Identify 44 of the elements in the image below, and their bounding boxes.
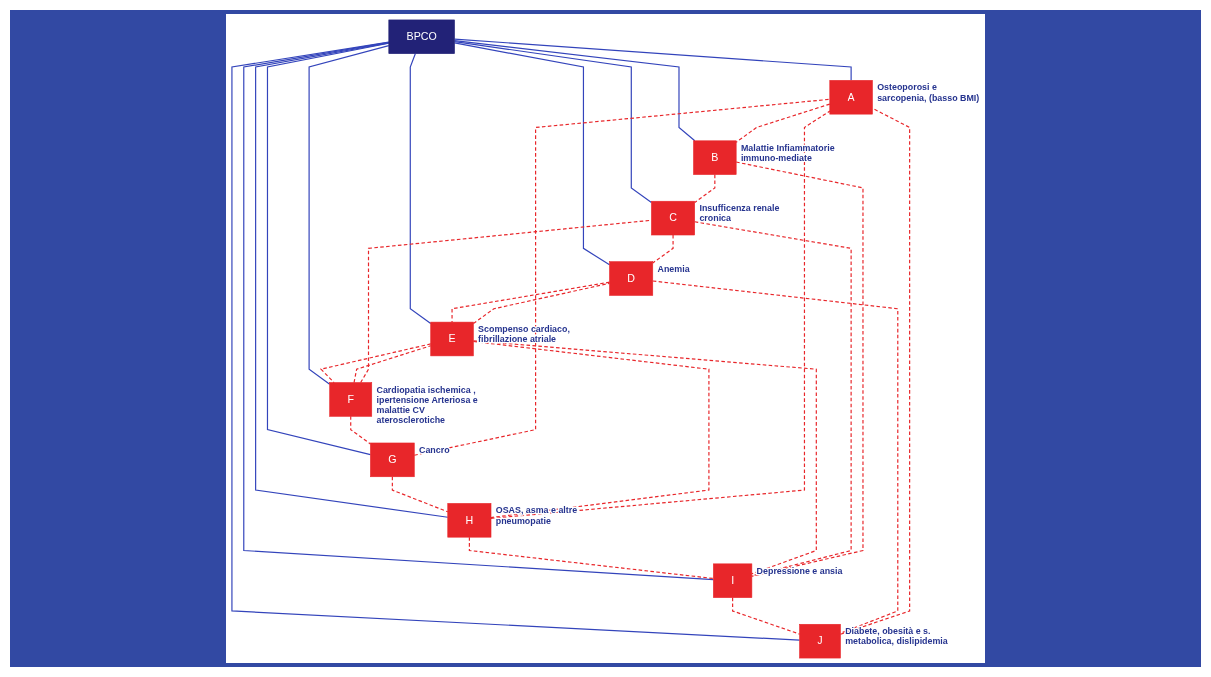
connector [490,109,831,519]
node-box: F [329,381,372,417]
connector [243,41,714,580]
condition-text: Malattie Infiammatorie immuno-mediate [740,142,835,163]
node-box: BPCO [388,19,455,54]
connector [413,98,831,456]
connector [652,279,899,634]
connector [735,160,864,577]
condition-text: OSAS, asma e altre pneumopatie [495,505,578,526]
connector [693,173,716,203]
connector [359,219,652,383]
condition-text: Diabete, obesità e s. metabolica, dislipidemia [845,625,948,646]
condition-text: Insufficenza renale cronica [699,202,780,223]
node-box: J [799,623,841,658]
condition-text: Scompenso cardiaco, fibrillazione atriale [478,323,570,344]
connector [319,342,432,383]
condition-text: Anemia [657,263,690,274]
connector [308,44,390,385]
connector [350,415,371,445]
connector [254,41,449,518]
connector [353,344,432,383]
node-box: I [712,563,753,598]
node-box: G [370,442,415,477]
condition-text: Osteoporosi e sarcopenia, (basso BMI) [877,81,980,102]
connector [266,42,390,455]
condition-text: Cardiopatia ischemica , ipertensione Arteriosa e malattie CV aterosclerotiche [376,384,478,425]
connector [453,38,852,81]
connector [693,220,852,576]
connector [652,233,674,264]
node-box: E [430,321,474,356]
node-box: D [609,260,653,296]
connector [472,339,817,574]
connector [409,52,432,324]
node-box: A [829,79,873,114]
connector [453,39,696,141]
node-box: B [693,140,737,175]
node-box: C [651,200,695,235]
connector [839,107,911,635]
connector [735,102,831,143]
node-box: H [447,502,492,537]
connector [231,40,801,641]
connector [453,41,610,265]
connector [451,281,610,323]
connector [453,40,652,203]
